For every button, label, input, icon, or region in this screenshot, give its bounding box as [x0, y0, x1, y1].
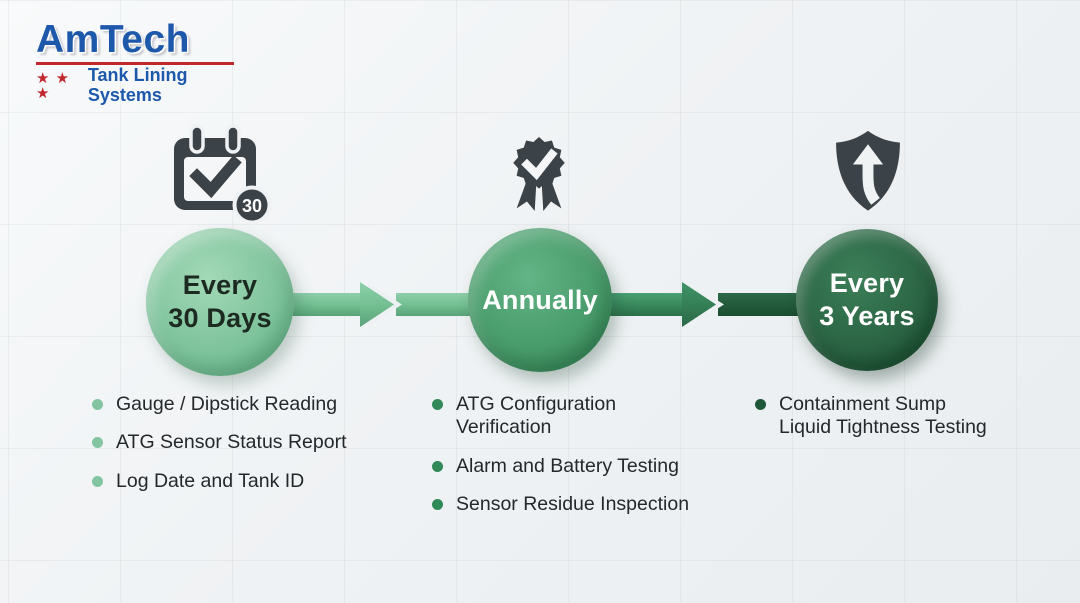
arrow-stage2-to-stage3: [606, 277, 800, 336]
bullet-dot: [92, 437, 103, 449]
stage-circle-annually: Annually: [468, 228, 612, 372]
logo-stars-icon: ★ ★ ★: [36, 69, 71, 102]
list-item-text: Alarm and Battery Testing: [456, 454, 679, 477]
checklist-every-30-days: Gauge / Dipstick Reading ATG Sensor Stat…: [92, 393, 347, 508]
stage-circle-every-30-days: Every 30 Days: [146, 228, 294, 376]
amtech-logo: AmTech ★ ★ ★ Tank Lining Systems: [34, 20, 244, 106]
bullet-dot: [432, 499, 443, 511]
list-item-text: Sensor Residue Inspection: [456, 493, 690, 516]
bullet-dot: [432, 460, 443, 472]
list-item: Alarm and Battery Testing: [432, 455, 689, 478]
list-item-text: ATG Configuration Verification: [456, 393, 617, 439]
award-ribbon-check-icon: [496, 126, 582, 227]
checklist-every-3-years: Containment Sump Liquid Tightness Testin…: [755, 393, 987, 455]
stage-label: Annually: [482, 284, 598, 315]
list-item: Sensor Residue Inspection: [432, 493, 689, 516]
calendar-check-30-icon: 30: [166, 124, 272, 231]
list-item: Log Date and Tank ID: [92, 470, 347, 493]
list-item-text: Gauge / Dipstick Reading: [116, 393, 338, 415]
logo-tagline: Tank Lining Systems: [87, 65, 188, 105]
bullet-dot: [755, 399, 766, 410]
checklist-annually: ATG Configuration Verification Alarm and…: [432, 393, 689, 532]
stage-label: Every 3 Years: [819, 268, 915, 331]
logo-wordmark: AmTech: [36, 18, 190, 61]
list-item: Gauge / Dipstick Reading: [92, 393, 347, 416]
list-item: ATG Configuration Verification: [432, 393, 689, 440]
list-item: Containment Sump Liquid Tightness Testin…: [755, 393, 987, 440]
logo-red-rule: [36, 62, 234, 65]
calendar-badge-number: 30: [242, 196, 262, 216]
list-item-text: ATG Sensor Status Report: [116, 431, 347, 454]
list-item-text: Containment Sump Liquid Tightness Testin…: [779, 393, 987, 439]
list-item-text: Log Date and Tank ID: [116, 469, 305, 492]
bullet-dot: [432, 399, 443, 410]
bullet-dot: [92, 399, 103, 410]
arrow-stage1-to-stage2: [288, 277, 478, 336]
stage-label: Every 30 Days: [168, 270, 272, 333]
stage-circle-every-3-years: Every 3 Years: [796, 229, 938, 371]
bullet-dot: [92, 475, 103, 487]
shield-arrow-up-icon: [826, 126, 910, 223]
list-item: ATG Sensor Status Report: [92, 431, 347, 454]
